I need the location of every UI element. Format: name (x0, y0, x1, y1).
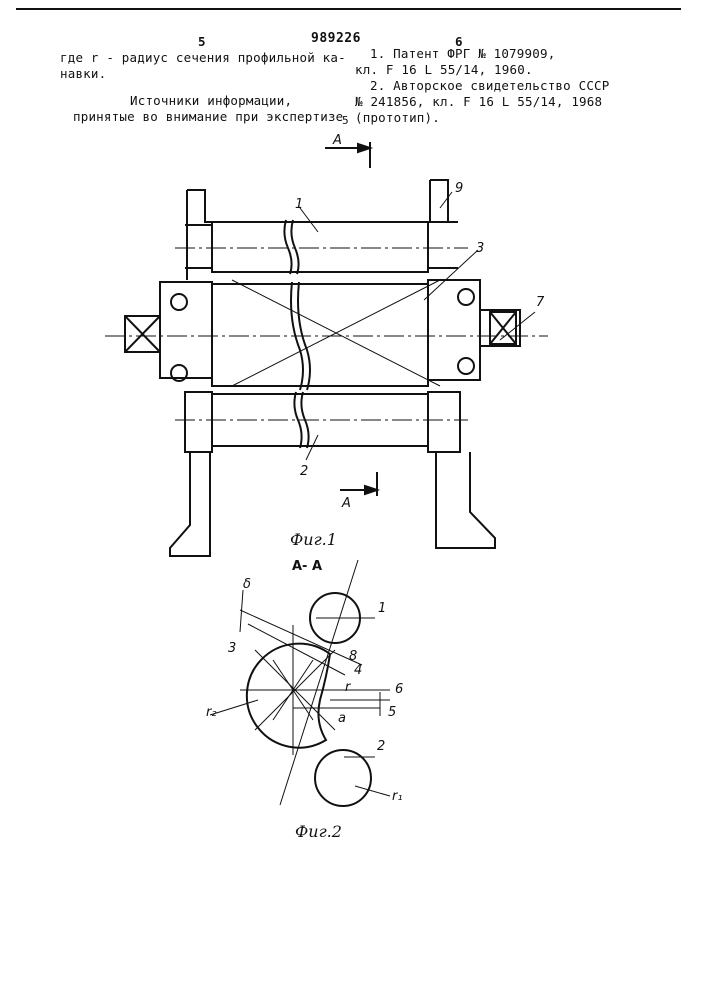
fig2-label-r1: r₁ (392, 789, 403, 804)
fig1-label-3: 3 (476, 241, 484, 256)
fig2-section-title: А- А (292, 559, 322, 574)
fig1-label-2: 2 (300, 464, 308, 479)
fig2-label-4: 4 (354, 663, 362, 678)
fig2-label-a: a (338, 711, 346, 726)
fig2-label-6: 6 (395, 682, 403, 697)
fig1-label-7: 7 (536, 295, 545, 310)
figure-1-caption: Фиг.1 (290, 530, 337, 549)
fig2-label-r2: r₂ (206, 705, 217, 720)
fig2-label-2: 2 (377, 739, 385, 754)
figure-2-caption: Фиг.2 (295, 822, 342, 841)
fig2-label-5: 5 (388, 705, 396, 720)
fig1-label-9: 9 (455, 181, 463, 196)
fig2-label-delta: δ (243, 577, 251, 592)
fig2-label-8: 8 (349, 649, 357, 664)
fig1-section-bottom: A (341, 496, 351, 511)
fig2-label-1: 1 (378, 601, 386, 616)
fig1-section-top: A (332, 133, 342, 148)
fig2-label-r: r (345, 680, 352, 695)
fig1-label-1: 1 (295, 197, 303, 212)
fig2-label-3: 3 (228, 641, 236, 656)
